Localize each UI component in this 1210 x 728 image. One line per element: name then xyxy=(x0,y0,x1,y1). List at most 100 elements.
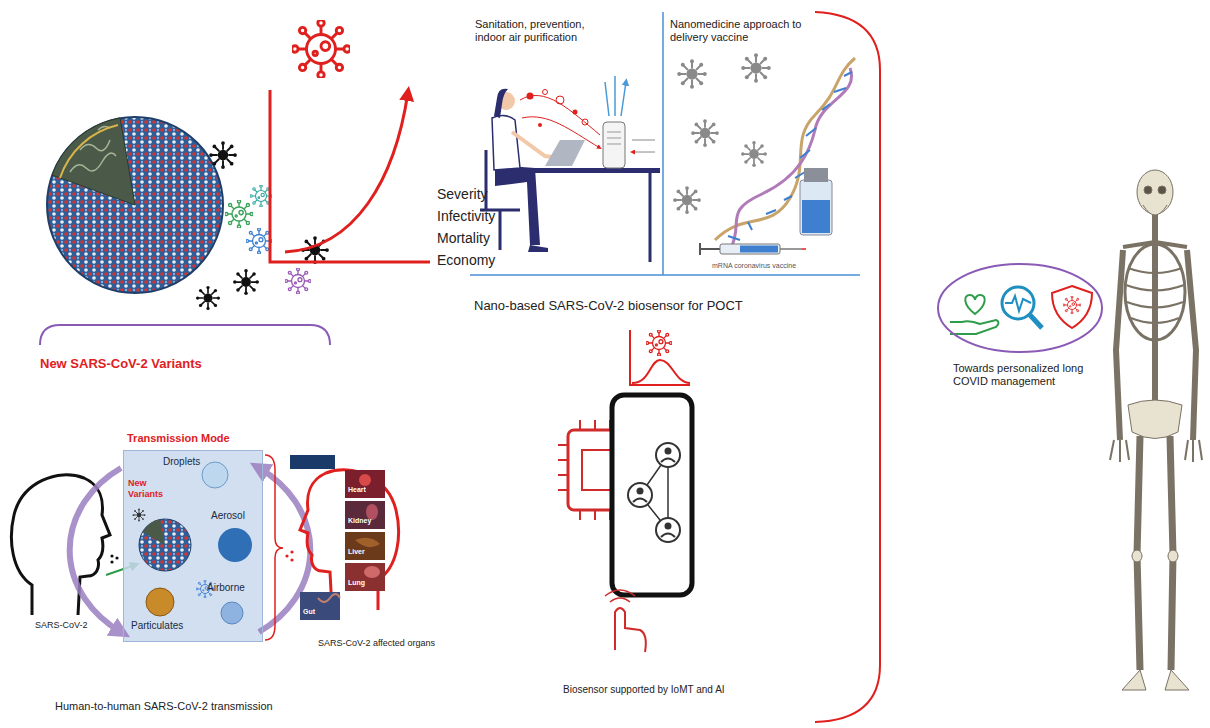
detection-chart xyxy=(630,330,690,385)
infected-person xyxy=(300,592,340,620)
impact-label: Economy xyxy=(437,252,495,269)
variants-bracket xyxy=(40,325,330,345)
iomt-device xyxy=(558,420,610,520)
impact-label: Mortality xyxy=(437,230,490,247)
impact-label: Infectivity xyxy=(437,208,495,225)
severity-chart xyxy=(270,90,430,262)
air-purification-scene xyxy=(582,119,588,125)
vaccine-label: mRNA coronavirus vaccine xyxy=(712,262,796,270)
virus-illustration xyxy=(246,228,272,254)
transmission-illustration xyxy=(110,560,113,563)
transmission-illustration xyxy=(115,556,118,559)
transmission-box-art xyxy=(123,450,263,642)
mode-label: Particulates xyxy=(131,620,183,632)
vaccine-scene xyxy=(804,168,828,182)
care-icons xyxy=(1002,287,1034,319)
transmission-box-art xyxy=(143,519,165,545)
vaccine-scene xyxy=(741,141,767,167)
iomt-device xyxy=(605,590,635,602)
care-icons xyxy=(950,286,1092,334)
air-purification-scene xyxy=(607,132,621,144)
air-purification-scene xyxy=(545,140,585,166)
air-purification-scene xyxy=(480,76,660,262)
care-icons xyxy=(1052,286,1092,328)
panel-title: Nanomedicine approach to delivery vaccin… xyxy=(670,18,820,44)
care-icons xyxy=(1030,315,1042,328)
transmission-box-art xyxy=(123,450,263,642)
virus-illustration xyxy=(209,141,237,169)
virus-illustration xyxy=(47,117,223,293)
iomt-device xyxy=(665,448,672,455)
virus-illustration xyxy=(47,117,329,310)
severity-chart xyxy=(270,20,430,262)
vaccine-scene xyxy=(715,58,855,240)
skeleton-figure xyxy=(1128,400,1182,439)
virus-label: SARS-CoV-2 xyxy=(35,620,88,631)
air-purification-scene xyxy=(520,168,660,173)
vaccine-scene xyxy=(800,180,832,235)
ellipse-outline xyxy=(938,264,1102,352)
organ-label: Lung xyxy=(348,579,365,587)
vaccine-scene xyxy=(728,72,852,240)
skeleton-figure xyxy=(1110,440,1129,462)
virus-illustration xyxy=(285,268,311,294)
air-purification-scene xyxy=(556,96,564,104)
box-heading: Transmission Mode xyxy=(127,432,230,445)
transmission-box-art xyxy=(146,588,174,616)
air-purification-scene xyxy=(632,140,655,152)
care-icons xyxy=(1005,296,1031,311)
vaccine-scene xyxy=(699,243,701,255)
care-icons xyxy=(950,320,999,334)
skeleton-figure xyxy=(1143,205,1167,215)
infected-person xyxy=(345,563,385,591)
infected-person xyxy=(318,594,340,602)
air-purification-scene xyxy=(573,110,578,115)
iomt-device xyxy=(637,488,644,495)
panel-divider xyxy=(470,12,860,275)
infected-person xyxy=(355,538,380,547)
organ-label: Kidney xyxy=(348,517,371,525)
skeleton-figure xyxy=(1158,186,1166,194)
skeleton-figure xyxy=(1137,170,1173,214)
air-purification-scene xyxy=(495,165,540,245)
skeleton-figure xyxy=(1132,550,1142,562)
air-purification-scene xyxy=(522,117,600,148)
skeleton-figure xyxy=(1144,186,1152,194)
air-purification-scene xyxy=(492,115,520,170)
transmission-box-art xyxy=(221,602,243,624)
transmission-box: Transmission ModeDropletsAerosolAirborne… xyxy=(123,432,263,642)
air-purification-scene xyxy=(494,89,508,118)
transmission-illustration xyxy=(110,554,113,557)
skeleton-figure xyxy=(1126,268,1184,323)
transmission-box-art xyxy=(139,519,191,571)
virus-illustration xyxy=(60,125,118,178)
panel-title: Sanitation, prevention, indoor air purif… xyxy=(475,18,610,44)
vaccine-scene xyxy=(673,53,855,255)
infected-person xyxy=(290,550,293,553)
iomt-device xyxy=(656,518,680,542)
transmission-illustration xyxy=(11,475,135,615)
variant-label: New Variants xyxy=(128,478,170,500)
infected-person xyxy=(285,554,288,557)
iomt-device xyxy=(615,608,646,652)
virus-illustration xyxy=(233,269,259,295)
air-purification-scene xyxy=(543,90,548,95)
iomt-device xyxy=(628,483,652,507)
iomt-device xyxy=(633,499,647,503)
vaccine-scene xyxy=(740,246,778,253)
air-purification-scene xyxy=(538,123,542,127)
vaccine-scene xyxy=(802,248,806,250)
section-bracket xyxy=(815,12,880,722)
air-purification-scene xyxy=(520,95,600,135)
mode-label: Airborne xyxy=(207,582,245,594)
ellipse-outline xyxy=(935,262,1105,358)
organ-label: Gut xyxy=(303,608,315,616)
iomt-device xyxy=(661,534,675,538)
iomt-device xyxy=(656,443,680,467)
detection-chart xyxy=(630,330,690,385)
air-purification-scene xyxy=(605,76,626,116)
iomt-device xyxy=(661,459,675,463)
skeleton-figure xyxy=(1165,670,1189,690)
iomt-device xyxy=(612,395,692,595)
